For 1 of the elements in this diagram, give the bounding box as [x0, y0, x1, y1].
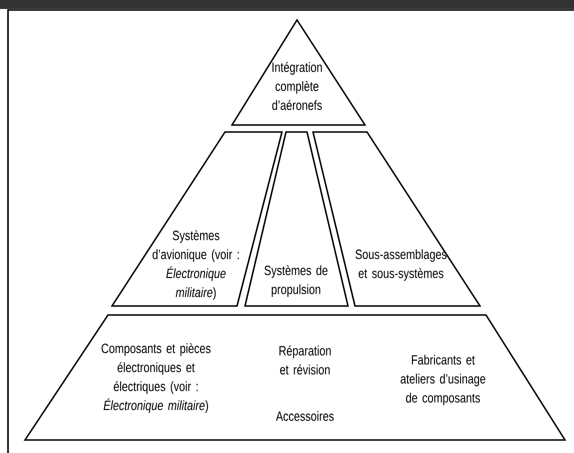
trapezoid-level: Systèmes de propulsion: [244, 131, 349, 307]
